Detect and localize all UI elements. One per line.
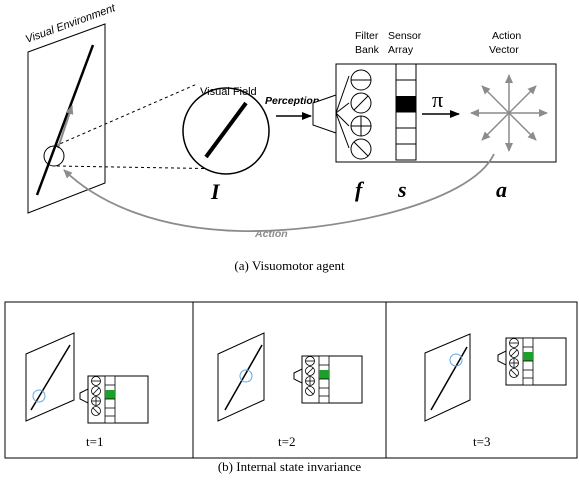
action-arrow-ne — [508, 85, 537, 114]
action-arrow-sw — [481, 112, 510, 141]
eye-trapezoid — [312, 94, 337, 134]
mini-active-cell — [523, 352, 533, 361]
mini-environment — [25, 332, 75, 422]
action-label: Action — [254, 228, 288, 240]
symbol-sensor-array: s — [397, 177, 407, 202]
visual-environment-label: Visual Environment — [24, 2, 118, 46]
symbol-filter-bank: f — [355, 177, 365, 202]
mini-field-circle — [239, 369, 253, 383]
visual-field: Visual Field — [182, 86, 270, 175]
mini-sensor-array — [522, 337, 534, 386]
mini-edge-line — [30, 344, 71, 411]
filter-connector — [335, 112, 350, 127]
filter-connector — [335, 112, 350, 149]
projection-line-top — [54, 83, 198, 147]
panel-t2: t=2 — [217, 332, 363, 449]
action-vector-label-line1: Action — [492, 30, 521, 42]
mini-active-cell — [319, 370, 329, 379]
mini-active-cell — [105, 390, 115, 399]
mini-filter-bank — [305, 356, 315, 396]
internal-state-invariance-diagram: t=1 t=2 — [4, 301, 578, 459]
perception-label: Perception — [265, 95, 319, 107]
mini-filter-bank — [91, 376, 101, 416]
filter-vertical — [350, 115, 372, 137]
mini-eye — [79, 388, 89, 404]
filter-horizontal — [350, 69, 372, 91]
panel-t3: t=3 — [424, 333, 567, 449]
panel-time-label: t=1 — [86, 434, 103, 449]
caption-a: (a) Visuomotor agent — [234, 258, 345, 273]
policy-symbol: π — [432, 87, 443, 112]
filter-connector — [335, 102, 350, 114]
mini-field-circle — [449, 353, 463, 367]
mini-eye — [293, 368, 303, 384]
sensor-array-label-line2: Array — [388, 44, 414, 56]
sensor-array-label-line1: Sensor — [388, 30, 422, 42]
filter-antidiagonal — [350, 138, 372, 160]
visual-environment: Visual Environment — [24, 2, 118, 214]
caption-b: (b) Internal state invariance — [217, 459, 362, 474]
panel-t1: t=1 — [25, 332, 149, 449]
filter-bank — [350, 69, 372, 160]
mini-edge-line — [430, 346, 468, 411]
mini-environment — [424, 333, 471, 422]
filter-bank-label-line1: Filter — [355, 30, 379, 42]
filter-bank-label-line2: Bank — [355, 44, 380, 56]
environment-field-circle — [43, 145, 65, 167]
filter-diagonal — [350, 92, 372, 114]
sensor-array — [395, 63, 417, 161]
environment-panel — [27, 23, 106, 214]
mini-eye — [497, 350, 507, 366]
action-arrow-nw — [481, 85, 510, 114]
action-vector — [470, 74, 548, 152]
mini-sensor-array — [104, 375, 116, 424]
symbol-action-vector: a — [496, 177, 507, 202]
action-arrow-se — [508, 112, 537, 141]
panels-frame — [4, 301, 578, 459]
mini-sensor-array — [318, 355, 330, 404]
panel-time-label: t=3 — [473, 434, 490, 449]
environment-edge-line — [35, 44, 95, 196]
symbol-visual-field: I — [210, 179, 221, 204]
mini-environment — [217, 332, 265, 422]
action-vector-label-line2: Vector — [489, 44, 519, 56]
filter-connector — [335, 75, 350, 114]
environment-motion-arrow — [57, 105, 74, 149]
visual-field-edge-line — [204, 101, 248, 159]
mini-field-circle — [32, 389, 46, 403]
action-feedback-arc — [63, 153, 495, 232]
visuomotor-agent-diagram: Visual Environment Visual Field Percepti… — [24, 2, 557, 240]
visual-field-label: Visual Field — [200, 86, 257, 98]
mini-filter-bank — [509, 338, 519, 378]
mini-edge-line — [224, 344, 263, 411]
agent-box: π — [312, 63, 557, 163]
panel-time-label: t=2 — [278, 434, 295, 449]
sensor-active-cell — [396, 96, 416, 112]
